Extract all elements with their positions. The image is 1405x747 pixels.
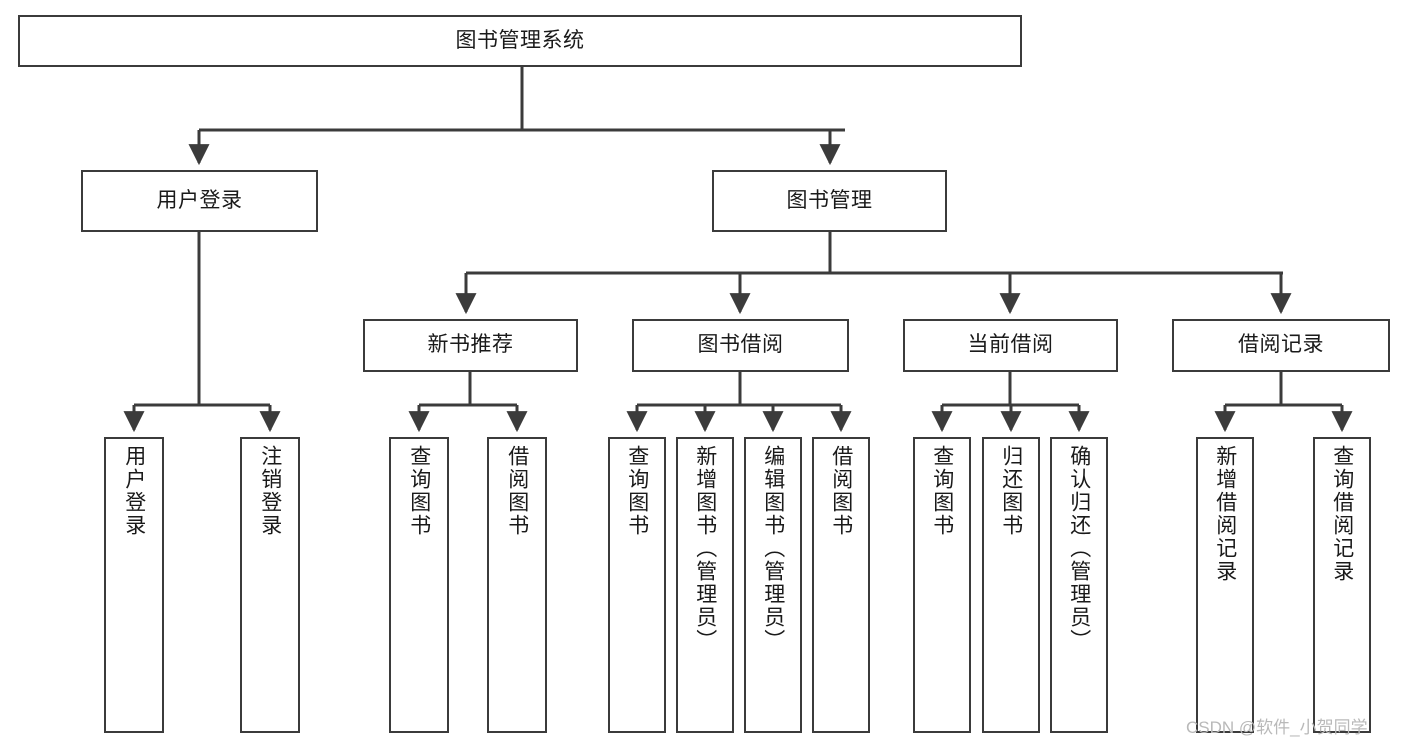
node-book-management[interactable]: 图书管理: [712, 170, 947, 232]
leaf-borrow-book[interactable]: 借阅图书: [812, 437, 870, 733]
watermark: CSDN @软件_小贺同学: [1186, 718, 1368, 737]
leaf-add-book-admin[interactable]: 新增图书（管理员）: [676, 437, 734, 733]
node-label: 新书推荐: [427, 333, 514, 357]
node-label: 查询图书: [625, 445, 649, 537]
node-label: 编辑图书（管理员）: [761, 445, 785, 652]
node-label: 用户登录: [156, 188, 243, 212]
node-label: 归还图书: [999, 445, 1023, 537]
leaf-add-borrow-record[interactable]: 新增借阅记录: [1196, 437, 1254, 733]
node-label: 借阅图书: [505, 445, 529, 537]
leaf-query-book-borrow[interactable]: 查询图书: [608, 437, 666, 733]
node-new-book-recommend[interactable]: 新书推荐: [363, 319, 578, 372]
node-label: 借阅记录: [1238, 333, 1324, 357]
node-label: 确认归还（管理员）: [1067, 445, 1091, 652]
node-label: 新增借阅记录: [1213, 445, 1237, 583]
leaf-query-book-current[interactable]: 查询图书: [913, 437, 971, 733]
node-label: 图书管理: [786, 188, 873, 212]
leaf-query-borrow-record[interactable]: 查询借阅记录: [1313, 437, 1371, 733]
node-label: 图书管理系统: [455, 28, 585, 52]
leaf-confirm-return-admin[interactable]: 确认归还（管理员）: [1050, 437, 1108, 733]
node-label: 查询借阅记录: [1330, 445, 1354, 583]
node-current-borrow[interactable]: 当前借阅: [903, 319, 1118, 372]
node-label: 查询图书: [407, 445, 431, 537]
node-label: 当前借阅: [967, 333, 1054, 357]
leaf-logout[interactable]: 注销登录: [240, 437, 300, 733]
leaf-query-book-recommend[interactable]: 查询图书: [389, 437, 449, 733]
node-label: 用户登录: [122, 445, 146, 537]
node-root[interactable]: 图书管理系统: [18, 15, 1022, 67]
node-borrow-record[interactable]: 借阅记录: [1172, 319, 1390, 372]
node-user-login[interactable]: 用户登录: [81, 170, 318, 232]
node-label: 查询图书: [930, 445, 954, 537]
node-label: 新增图书（管理员）: [693, 445, 717, 652]
node-label: 借阅图书: [829, 445, 853, 537]
node-label: 图书借阅: [697, 333, 784, 357]
node-book-borrow[interactable]: 图书借阅: [632, 319, 849, 372]
leaf-borrow-book-recommend[interactable]: 借阅图书: [487, 437, 547, 733]
leaf-edit-book-admin[interactable]: 编辑图书（管理员）: [744, 437, 802, 733]
leaf-user-login[interactable]: 用户登录: [104, 437, 164, 733]
node-label: 注销登录: [258, 445, 282, 537]
leaf-return-book[interactable]: 归还图书: [982, 437, 1040, 733]
